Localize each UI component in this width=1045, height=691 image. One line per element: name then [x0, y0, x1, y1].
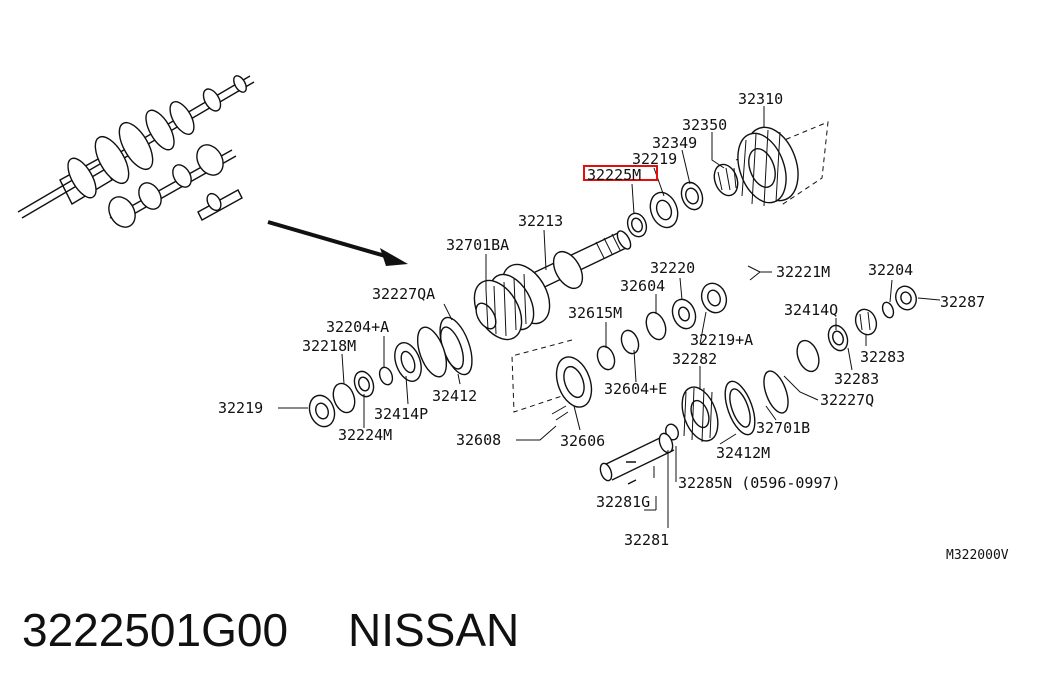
- label-32606: 32606: [560, 432, 605, 450]
- label-32218m: 32218M: [302, 337, 356, 355]
- label-32220: 32220: [650, 259, 695, 277]
- label-32283-a: 32283: [860, 348, 905, 366]
- label-32204a: 32204+A: [326, 318, 389, 336]
- label-32615m: 32615M: [568, 304, 622, 322]
- leader-lines: [278, 106, 941, 528]
- highlight-box: [583, 165, 658, 181]
- label-32227qa: 32227QA: [372, 285, 435, 303]
- caption-part-number: 3222501G00: [22, 604, 288, 656]
- label-32283-b: 32283: [834, 370, 879, 388]
- part-labels: 32310 32350 32349 32219 32225M 32213 327…: [218, 90, 1009, 563]
- label-32608: 32608: [456, 431, 501, 449]
- right-cluster-group: [724, 265, 917, 436]
- label-32221m: 32221M: [776, 263, 830, 281]
- label-32219-top: 32219: [632, 150, 677, 168]
- upper-right-gear-group: [626, 121, 829, 238]
- caption-brand: NISSAN: [348, 604, 519, 656]
- label-32219-left: 32219: [218, 399, 263, 417]
- label-32227q: 32227Q: [820, 391, 874, 409]
- main-shaft-part: [473, 230, 632, 341]
- diagram-code: M322000V: [946, 548, 1009, 563]
- label-32204: 32204: [868, 261, 913, 279]
- label-32213: 32213: [518, 212, 563, 230]
- label-32310: 32310: [738, 90, 783, 108]
- label-32350: 32350: [682, 116, 727, 134]
- overview-assembly-thumbnail: [17, 75, 255, 228]
- label-32224m: 32224M: [338, 426, 392, 444]
- pointer-arrow: [267, 220, 408, 266]
- label-32281: 32281: [624, 531, 669, 549]
- label-32604e: 32604+E: [604, 380, 667, 398]
- label-32349: 32349: [652, 134, 697, 152]
- label-32604: 32604: [620, 277, 665, 295]
- lower-counter-shaft: [599, 386, 719, 485]
- label-32219pa: 32219+A: [690, 331, 753, 349]
- label-32281g: 32281G: [596, 493, 650, 511]
- label-32225m: 32225M: [587, 166, 641, 184]
- label-32414p: 32414P: [374, 405, 428, 423]
- label-32287: 32287: [940, 293, 985, 311]
- label-32285n: 32285N (0596-0997): [678, 474, 841, 492]
- left-ring-stack: [308, 316, 473, 428]
- label-32414q: 32414Q: [784, 301, 838, 319]
- label-32282: 32282: [672, 350, 717, 368]
- middle-synchro-group: [511, 282, 728, 421]
- label-32701ba: 32701BA: [446, 236, 509, 254]
- label-32412: 32412: [432, 387, 477, 405]
- label-32412m: 32412M: [716, 444, 770, 462]
- label-32701b: 32701B: [756, 419, 810, 437]
